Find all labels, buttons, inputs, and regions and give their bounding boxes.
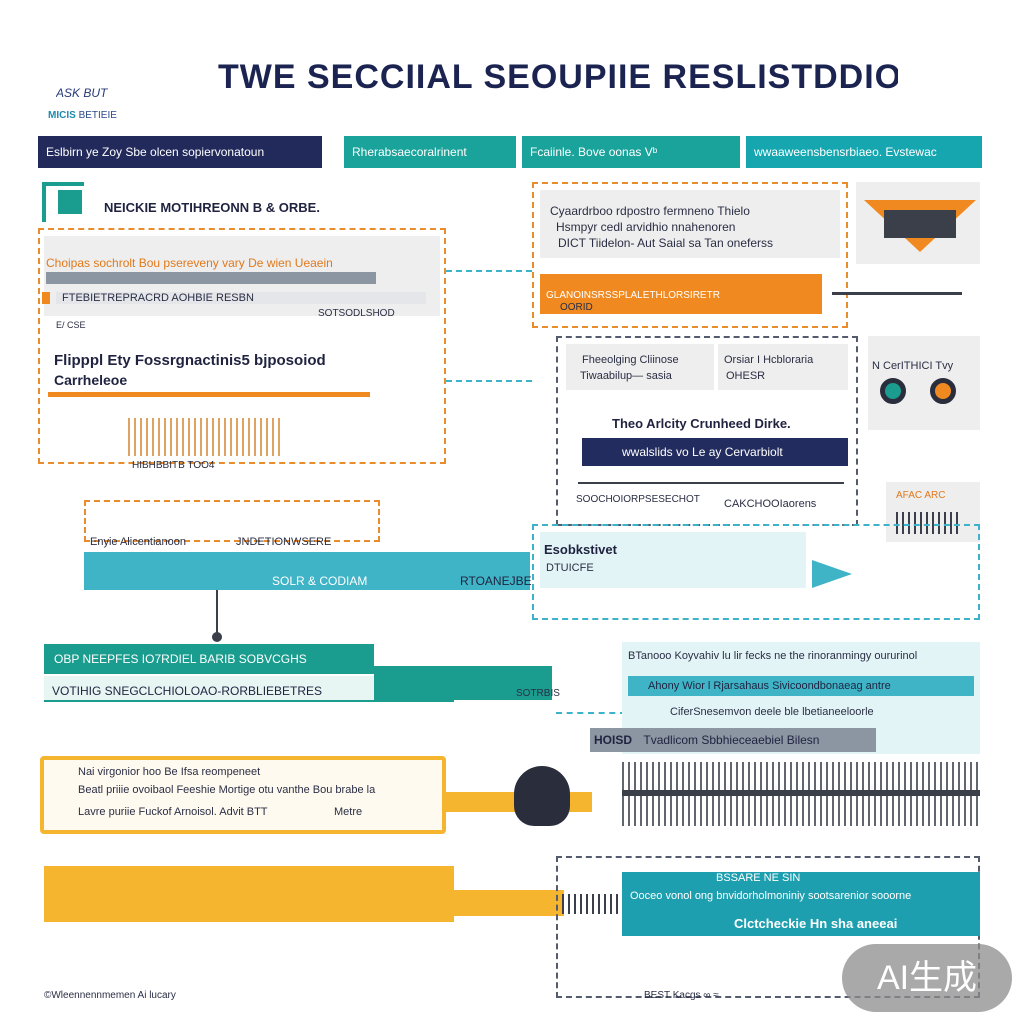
orange-box-line-2: Beatl priiie ovoibaol Feeshie Mortige ot… <box>78 784 376 796</box>
left-bracket <box>42 182 84 222</box>
logo-subtitle: MICIS BETIEIE <box>48 110 168 121</box>
mid-band-box <box>84 500 380 542</box>
left-panel-subtitle: Carrheleoe <box>54 372 128 388</box>
right-teal-label-a: Esobkstivet <box>544 542 617 557</box>
left-panel-hatch-caption: HIBHBBITB TOO4 <box>132 460 215 471</box>
lower-right-footer-b: Tvadlicom Sbbhieceaebiel Bilesn <box>643 733 820 747</box>
right-mid-box-a-line-2: Tiwaabilup— sasia <box>580 370 672 382</box>
bottom-connector-hatch <box>562 894 618 914</box>
right-mid-box-b-line-2: OHESR <box>726 370 766 382</box>
page-title: TWE SECCIIAL SEOUPIIE RESLISTDDIONS <box>218 58 898 96</box>
left-panel-mini-label: E/ CSE <box>56 320 86 330</box>
logo-sub-a: MICIS <box>48 110 76 121</box>
left-panel-small-text: SOTSODLSHOD <box>318 308 395 319</box>
mid-band-bottom: SOLR & CODIAM <box>272 574 368 588</box>
circle-icon <box>930 378 956 404</box>
right-mid-box-b-line-1: Orsiar I Hcbloraria <box>724 354 814 366</box>
lower-teal-line-1: OBP NEEPFES IO7RDIEL BARIB SOBVCGHS <box>54 652 307 666</box>
lower-right-footer: HOISD Tvadlicom Sbbhieceaebiel Bilesn <box>590 728 876 752</box>
lower-right-line-3: CiferSnesemvon deele ble lbetianeeloorle <box>670 706 874 718</box>
right-teal-label-b: DTUICFE <box>546 562 594 574</box>
dome-icon <box>514 766 570 826</box>
circle-icon <box>880 378 906 404</box>
footer-credit: ©Wleennennmemen Ai lucary <box>44 990 176 1001</box>
side-mini-label: AFAC ARC <box>896 490 946 501</box>
bottom-right-top-label: BSSARE NE SIN <box>716 872 801 884</box>
right-mid-slider-line <box>578 482 844 484</box>
right-mid-box-a <box>566 344 714 390</box>
side-mini-hatch <box>896 512 962 534</box>
side-card-label: N CerITHICI Tvy <box>872 360 954 372</box>
bottom-right-panel <box>622 872 980 936</box>
lower-teal-arm <box>374 666 552 700</box>
arrow-icon <box>812 560 852 588</box>
banner-segment-b: Rherabsaecoralrinent <box>344 136 516 168</box>
left-panel-gray-bar <box>46 272 376 284</box>
logo-sub-b: BETIEIE <box>78 110 117 121</box>
lower-right-line-2: Ahony Wior l Rjarsahaus Sivicoondbonaeag… <box>628 676 974 696</box>
orange-box-line-3: Lavre puriie Fuckof Arnoisol. Advit BTT <box>78 806 268 818</box>
connector-line <box>556 712 626 714</box>
orange-box-line-1: Nai virgonior hoo Be Ifsa reompeneet <box>78 766 261 778</box>
connector-dot <box>212 632 222 642</box>
right-top-line-1: Cyaardrboo rdpostro fermneno Thielo <box>550 204 750 218</box>
right-teal-box <box>532 524 980 620</box>
right-top-gray-caption: OORID <box>560 302 593 313</box>
right-mid-box-b <box>718 344 848 390</box>
right-teal-fill <box>540 532 806 588</box>
left-panel-box <box>38 228 446 464</box>
right-mid-navy-bar: wwalslids vo Le ay Cervarbiolt <box>582 438 848 466</box>
funnel-icon-inner <box>884 210 956 238</box>
left-panel-hatch <box>128 418 280 456</box>
connector-line <box>216 584 218 634</box>
right-top-fill <box>540 190 840 258</box>
lower-teal-bar <box>44 644 374 674</box>
banner-segment-a: Eslbirn ye Zoy Sbe olcen sopiervonatoun <box>38 136 322 168</box>
right-top-line-2: Hsmpyr cedl arvidhio nnahenoren <box>556 220 736 234</box>
right-top-orange-caption: GLANOINSRSSPLALETHLORSIRETR <box>546 290 720 301</box>
right-mid-heading: Theo Arlcity Crunheed Dirke. <box>612 416 791 431</box>
mid-band-left: Enyie Alicentianoon <box>90 536 187 548</box>
mid-band-bar <box>84 552 530 590</box>
banner-segment-d: wwaaweensbensrbiaeo. Evstewac <box>746 136 982 168</box>
lower-teal-line-2: VOTIHIG SNEGCLCHIOLOAO-RORBLIEBETRES <box>52 684 323 698</box>
connector-line <box>446 270 532 272</box>
left-panel-big-title: Flipppl Ety Fossrgnactinis5 bjposoiod <box>54 352 326 369</box>
right-top-orange-bar <box>540 274 822 314</box>
bottom-yellow-bar <box>44 866 454 922</box>
right-top-line-3: DICT Tiidelon- Aut Saial sa Tan oneferss <box>558 236 774 250</box>
factory-base-line <box>622 790 980 796</box>
bottom-right-line-2: Clctcheckie Hn sha aneeai <box>734 916 898 931</box>
lower-right-line-1: BTanooo Koyvahiv lu lir fecks ne the rin… <box>628 650 918 662</box>
left-panel-orange-marker <box>42 292 50 304</box>
mid-band-right: RTOANEJBEN <box>460 574 532 588</box>
lower-connector-label: SOTRBIS <box>516 688 560 699</box>
right-mid-caption-left: SOOCHOIORPSESECHOT <box>576 494 700 505</box>
orange-box <box>40 756 446 834</box>
left-panel-orange-text: Choipas sochrolt Bou psereveny vary De w… <box>46 256 333 270</box>
left-bracket-inner <box>58 190 82 214</box>
right-mid-caption-right: CAKCHOOIaorens <box>724 498 817 510</box>
ai-generated-badge: AI生成 <box>842 944 1012 1012</box>
logo: ASK BUT <box>56 86 108 100</box>
right-top-box <box>532 182 848 328</box>
lower-right-footer-a: HOISD <box>594 733 633 747</box>
footer-right: BEST Kacgs ∞ ≈ <box>644 990 719 1001</box>
left-panel-row-text: FTEBIETREPRACRD AOHBIE RESBN <box>56 292 426 304</box>
mid-band-center: JNDETIONWSERE <box>236 536 332 548</box>
connector-line <box>832 292 962 295</box>
banner-segment-c: Fcaiinle. Bove oonas Vᵇ <box>522 136 740 168</box>
bottom-right-line-1: Ooceo vonol ong bnvidorholmoniniy sootsa… <box>630 890 912 902</box>
orange-box-line-4: Metre <box>334 806 363 818</box>
left-panel-heading: NEICKIE MOTIHREONN B & ORBE. <box>104 200 320 215</box>
right-mid-box-a-line-1: Fheeolging Cliinose <box>582 354 679 366</box>
connector-line <box>446 380 532 382</box>
bottom-yellow-arm <box>454 890 564 916</box>
left-panel-divider <box>48 392 370 397</box>
